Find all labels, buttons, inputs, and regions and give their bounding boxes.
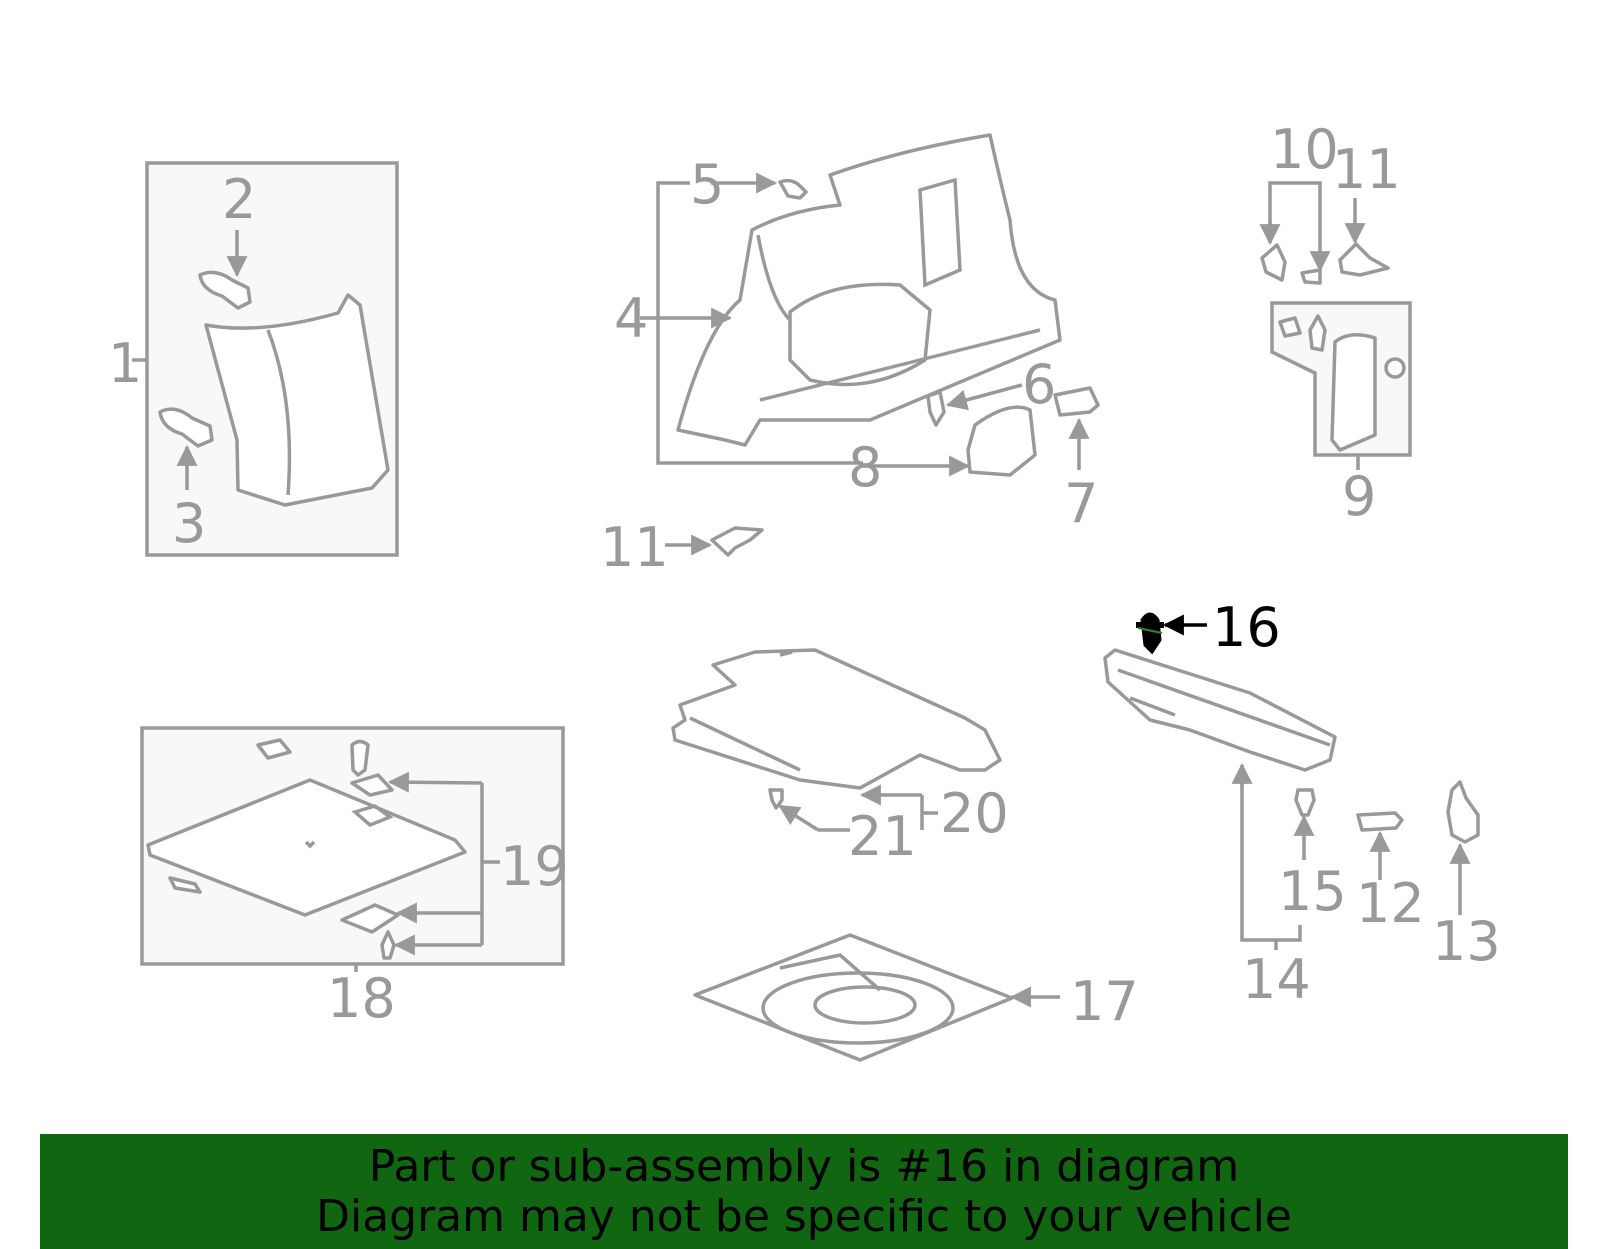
cover-9-group: 9 10 11 (1259, 118, 1412, 528)
clip-3 (158, 407, 214, 448)
access-cover (1330, 333, 1377, 452)
pin-12 (1356, 811, 1404, 832)
pillar-trim-group: 1 2 3 (108, 161, 399, 557)
banner-line-2: Diagram may not be specific to your vehi… (316, 1191, 1292, 1242)
spare-tray-group: 17 (693, 933, 1139, 1062)
callout-7: 7 (1064, 472, 1098, 535)
floor-cover (671, 648, 1002, 790)
handle-top (256, 738, 292, 760)
callout-3: 3 (172, 492, 206, 555)
callout-20: 20 (940, 782, 1009, 845)
hook-lower (380, 930, 396, 960)
clip-15 (1294, 788, 1316, 817)
callout-2: 2 (222, 168, 256, 231)
fastener-6 (926, 390, 946, 427)
highlighted-clip-16 (1136, 612, 1164, 655)
quarter-trim-group: 4 5 6 7 8 11 (600, 133, 1100, 579)
callout-9: 9 (1342, 465, 1376, 528)
pillar-trim-panel (204, 293, 390, 507)
knob (1384, 357, 1406, 379)
clip-9a (1278, 316, 1302, 338)
clip-11-lower (710, 526, 764, 557)
callout-21: 21 (848, 805, 917, 868)
clip-21 (768, 788, 784, 810)
callout-5: 5 (690, 153, 724, 216)
callout-14: 14 (1242, 948, 1311, 1011)
rear-sill-plate (1103, 648, 1337, 772)
clip-9b (1308, 314, 1327, 352)
clip-10a (1260, 243, 1287, 282)
callout-12: 12 (1356, 872, 1425, 935)
callout-8: 8 (848, 436, 882, 499)
callout-18: 18 (327, 967, 396, 1030)
callout-11-upper: 11 (1332, 138, 1401, 201)
callout-6: 6 (1022, 353, 1056, 416)
callout-13: 13 (1432, 910, 1501, 973)
hook-7 (1053, 386, 1100, 417)
deck-board-group: 18 19 (140, 726, 569, 1030)
clip-2 (198, 270, 252, 310)
storage-pocket (788, 282, 932, 387)
callout-17: 17 (1070, 970, 1139, 1033)
roller (168, 876, 202, 894)
peg-top (350, 739, 370, 777)
callout-19: 19 (500, 835, 569, 898)
callout-1: 1 (108, 332, 142, 395)
callout-4: 4 (614, 287, 648, 350)
banner-line-1: Part or sub-assembly is #16 in diagram (368, 1141, 1240, 1192)
cover-8 (966, 405, 1037, 477)
info-banner: Part or sub-assembly is #16 in diagram D… (40, 1134, 1568, 1249)
callout-16: 16 (1212, 596, 1281, 659)
banner-text: Part or sub-assembly is #16 in diagram D… (40, 1134, 1568, 1242)
floor-cover-group: 20 21 (671, 648, 1009, 868)
fastener-5 (778, 178, 808, 200)
rear-sill-group: 16 12 13 14 15 (1103, 596, 1501, 1011)
hook-13 (1446, 780, 1480, 844)
clip-11-upper (1338, 242, 1390, 277)
callout-10: 10 (1270, 118, 1339, 181)
callout-11-lower: 11 (600, 516, 669, 579)
clip-10b (1300, 268, 1322, 285)
callout-15: 15 (1278, 860, 1347, 923)
parts-diagram: 1 2 3 4 5 6 7 8 11 (108, 118, 1501, 1062)
